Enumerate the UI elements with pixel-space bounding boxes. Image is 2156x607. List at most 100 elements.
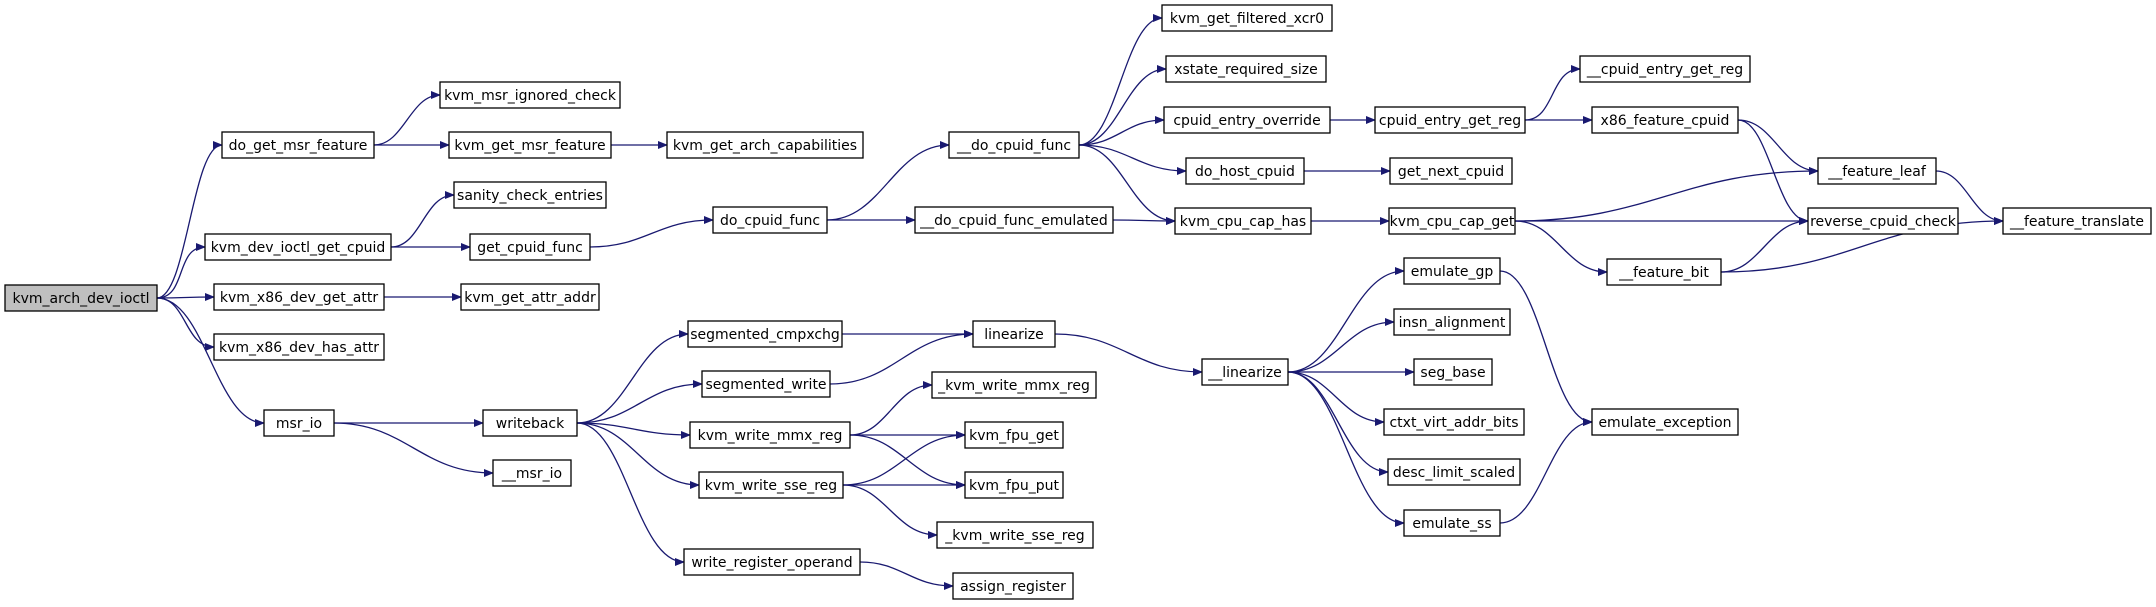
node-kvm-write-sse-reg[interactable]: _kvm_write_sse_reg <box>936 521 1094 549</box>
edge-do-cpuid-func-to-do-cpuid-func <box>826 141 950 221</box>
node-feature-translate[interactable]: __feature_translate <box>2002 207 2152 235</box>
node-box <box>1403 257 1501 285</box>
node-insn-alignment[interactable]: insn_alignment <box>1393 308 1511 336</box>
node-get-next-cpuid[interactable]: get_next_cpuid <box>1389 157 1513 185</box>
call-edge <box>1737 119 1809 225</box>
call-edge <box>333 422 494 477</box>
node-box <box>936 521 1094 549</box>
node-box <box>453 181 607 209</box>
node-box <box>952 572 1074 600</box>
node-kvm-cpu-cap-get[interactable]: kvm_cpu_cap_get <box>1388 207 1516 235</box>
node-do-cpuid-func-emulated[interactable]: __do_cpuid_func_emulated <box>914 206 1114 234</box>
node-xstate-required-size[interactable]: xstate_required_size <box>1165 55 1327 83</box>
node-reverse-cpuid-check[interactable]: reverse_cpuid_check <box>1807 207 1959 235</box>
node-label: xstate_required_size <box>1174 62 1318 78</box>
call-edge <box>1514 167 1819 222</box>
node-segmented-cmpxchg[interactable]: segmented_cmpxchg <box>687 320 843 348</box>
node-kvm-get-attr-addr[interactable]: kvm_get_attr_addr <box>460 283 600 311</box>
node-cpuid-entry-get-reg[interactable]: cpuid_entry_get_reg <box>1374 106 1526 134</box>
node-x86-feature-cpuid[interactable]: x86_feature_cpuid <box>1591 106 1739 134</box>
node-box <box>4 284 158 312</box>
node-kvm-write-sse-reg[interactable]: kvm_write_sse_reg <box>698 471 844 499</box>
node-segmented-write[interactable]: segmented_write <box>701 370 831 398</box>
node-label: __cpuid_entry_get_reg <box>1586 62 1743 78</box>
node-emulate-exception[interactable]: emulate_exception <box>1591 408 1739 436</box>
node-cpuid-entry-override[interactable]: cpuid_entry_override <box>1163 106 1331 134</box>
node-do-cpuid-func[interactable]: __do_cpuid_func <box>948 131 1080 159</box>
node-kvm-x86-dev-get-attr[interactable]: kvm_x86_dev_get_attr <box>213 283 385 311</box>
node-box <box>1165 55 1327 83</box>
call-edge <box>576 422 700 489</box>
node-msr-io[interactable]: __msr_io <box>492 459 572 487</box>
node-box <box>460 283 600 311</box>
node-label: kvm_fpu_put <box>969 478 1059 494</box>
node-kvm-arch-dev-ioctl[interactable]: kvm_arch_dev_ioctl <box>4 284 158 312</box>
node-box <box>1185 157 1305 185</box>
node-box <box>1579 55 1751 83</box>
node-box <box>1403 509 1501 537</box>
node-label: __feature_bit <box>1618 265 1709 281</box>
node-label: __msr_io <box>501 466 562 482</box>
node-box <box>712 206 828 234</box>
node-label: kvm_cpu_cap_has <box>1180 214 1306 230</box>
node-kvm-x86-dev-has-attr[interactable]: kvm_x86_dev_has_attr <box>213 333 385 361</box>
node-kvm-write-mmx-reg[interactable]: kvm_write_mmx_reg <box>689 421 851 449</box>
node-kvm-get-filtered-xcr0[interactable]: kvm_get_filtered_xcr0 <box>1161 4 1333 32</box>
node-kvm-get-msr-feature[interactable]: kvm_get_msr_feature <box>448 131 612 159</box>
node-kvm-msr-ignored-check[interactable]: kvm_msr_ignored_check <box>439 81 621 109</box>
node-emulate-gp[interactable]: emulate_gp <box>1403 257 1501 285</box>
node-writeback[interactable]: writeback <box>482 409 578 437</box>
call-edge <box>859 561 954 590</box>
node-ctxt-virt-addr-bits[interactable]: ctxt_virt_addr_bits <box>1383 408 1525 436</box>
node-label: msr_io <box>276 416 322 432</box>
call-edge <box>1054 333 1203 376</box>
node-kvm-fpu-get[interactable]: kvm_fpu_get <box>964 421 1064 449</box>
call-edge <box>826 141 950 221</box>
node-kvm-fpu-put[interactable]: kvm_fpu_put <box>964 471 1064 499</box>
node-label: kvm_x86_dev_has_attr <box>219 340 379 356</box>
node-kvm-dev-ioctl-get-cpuid[interactable]: kvm_dev_ioctl_get_cpuid <box>204 233 392 261</box>
edge-segmented-write-to-linearize <box>829 330 974 385</box>
node-assign-register[interactable]: assign_register <box>952 572 1074 600</box>
node-write-register-operand[interactable]: write_register_operand <box>683 548 861 576</box>
node-cpuid-entry-get-reg[interactable]: __cpuid_entry_get_reg <box>1579 55 1751 83</box>
node-linearize[interactable]: linearize <box>972 320 1056 348</box>
node-label: segmented_cmpxchg <box>690 327 840 343</box>
call-edge <box>156 243 206 299</box>
node-feature-bit[interactable]: __feature_bit <box>1606 258 1722 286</box>
call-edge <box>1287 318 1395 373</box>
node-label: kvm_dev_ioctl_get_cpuid <box>211 240 386 256</box>
node-kvm-get-arch-capabilities[interactable]: kvm_get_arch_capabilities <box>666 131 864 159</box>
node-box <box>687 320 843 348</box>
node-layer: kvm_arch_dev_ioctl do_get_msr_feature kvm_… <box>4 4 2152 600</box>
edge-kvm-arch-dev-ioctl-to-msr-io <box>156 297 265 427</box>
node-label: get_cpuid_func <box>477 240 583 256</box>
node-do-get-msr-feature[interactable]: do_get_msr_feature <box>221 131 375 159</box>
node-kvm-write-mmx-reg[interactable]: _kvm_write_mmx_reg <box>931 371 1097 399</box>
node-desc-limit-scaled[interactable]: desc_limit_scaled <box>1387 458 1521 486</box>
node-get-cpuid-func[interactable]: get_cpuid_func <box>469 233 591 261</box>
node-msr-io[interactable]: msr_io <box>263 409 335 437</box>
node-seg-base[interactable]: seg_base <box>1413 358 1493 386</box>
call-edge <box>1499 418 1593 524</box>
call-edge <box>373 91 441 146</box>
node-do-host-cpuid[interactable]: do_host_cpuid <box>1185 157 1305 185</box>
call-edge <box>156 141 223 299</box>
node-box <box>964 471 1064 499</box>
node-do-cpuid-func[interactable]: do_cpuid_func <box>712 206 828 234</box>
edge-x86-feature-cpuid-to-reverse-cpuid-check <box>1737 119 1809 225</box>
node-box <box>698 471 844 499</box>
node-kvm-cpu-cap-has[interactable]: kvm_cpu_cap_has <box>1174 207 1312 235</box>
node-box <box>439 81 621 109</box>
call-edge <box>576 380 703 424</box>
node-emulate-ss[interactable]: emulate_ss <box>1403 509 1501 537</box>
edge-linearize-to-desc-limit-scaled <box>1287 371 1389 476</box>
node-box <box>1174 207 1312 235</box>
node-label: __feature_leaf <box>1827 164 1927 180</box>
node-box <box>666 131 864 159</box>
node-feature-leaf[interactable]: __feature_leaf <box>1817 157 1937 185</box>
node-sanity-check-entries[interactable]: sanity_check_entries <box>453 181 607 209</box>
node-linearize[interactable]: __linearize <box>1201 358 1289 386</box>
node-label: _kvm_write_mmx_reg <box>937 378 1090 394</box>
node-box <box>1606 258 1722 286</box>
